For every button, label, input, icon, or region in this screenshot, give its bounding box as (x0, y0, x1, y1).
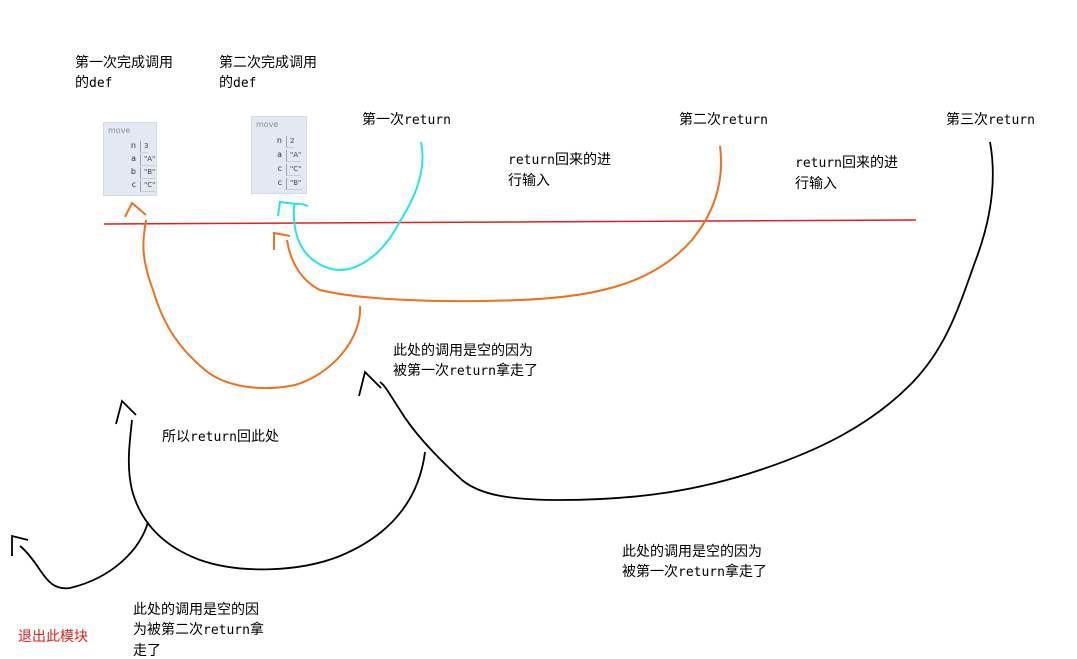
label-text: 拿 (249, 622, 264, 638)
label-text: 回此处 (236, 429, 279, 445)
frame-row: a "A" (104, 154, 156, 166)
label-return-input-b: return回来的进 行输入 (795, 153, 898, 194)
frame-row: c "C" (104, 180, 156, 192)
label-text: 拿走了 (495, 363, 538, 379)
frame-row: a "A" (252, 150, 306, 162)
var-value: 3 (140, 141, 149, 153)
label-line: 第二次完成调用 (219, 55, 317, 71)
label-line: 第一次完成调用 (75, 55, 173, 71)
label-line: 此处的调用是空的因为 (622, 544, 762, 560)
call-frame-first: move n 3 a "A" b "B" c "C" (103, 122, 157, 196)
label-text: 回来的进 (554, 152, 611, 168)
red-divider-line (103, 219, 917, 225)
var-name: c (277, 164, 282, 173)
label-line: 走了 (133, 643, 161, 659)
orange-second-return-curve (286, 145, 723, 303)
orange-arrow-head-1 (124, 201, 147, 218)
frame-title: move (256, 120, 279, 129)
black-arrow-head-2 (115, 399, 137, 425)
label-third-return: 第三次return (946, 110, 1035, 131)
label-code: return (404, 113, 451, 128)
label-text: 第一次 (362, 112, 404, 128)
var-value: "B" (286, 178, 302, 190)
label-code: return (795, 156, 842, 171)
label-text: 被第一次 (393, 363, 449, 379)
label-code: return (988, 113, 1035, 128)
label-line: 为被第二次return拿 (133, 620, 264, 641)
label-text: 退出此模块 (18, 629, 88, 645)
orange-first-return-curve (142, 219, 362, 390)
black-middle-return-curve (127, 419, 426, 571)
label-text: 为被第二次 (133, 622, 203, 638)
label-first-return: 第一次return (362, 110, 451, 131)
cyan-arrow-head (277, 200, 297, 217)
label-empty-call-2: 此处的调用是空的因为 被第一次return拿走了 (622, 542, 767, 583)
black-third-return-curve (379, 141, 994, 501)
label-second-return: 第二次return (679, 110, 768, 131)
var-name: b (130, 167, 136, 176)
label-code: def (89, 76, 113, 91)
label-empty-call-1: 此处的调用是空的因为 被第一次return拿走了 (393, 341, 538, 382)
var-name: c (277, 178, 282, 187)
cyan-return-curve (292, 141, 424, 271)
label-empty-call-3: 此处的调用是空的因 为被第二次return拿 走了 (133, 600, 264, 659)
label-text: 的 (75, 75, 89, 91)
frame-row: b "B" (104, 167, 156, 179)
call-frame-second: move n 2 a "A" c "C" c "B" (251, 116, 307, 194)
orange-arrow-head-2 (273, 231, 291, 250)
label-first-done-def: 第一次完成调用 的def (75, 53, 173, 94)
label-line: 的def (219, 73, 317, 94)
label-line: 的def (75, 73, 173, 94)
label-code: return (203, 623, 250, 638)
var-value: "B" (140, 167, 156, 179)
var-value: "A" (286, 150, 302, 162)
label-text: 所以 (162, 429, 190, 445)
label-line: 行输入 (795, 176, 837, 192)
label-line: return回来的进 (795, 153, 898, 174)
label-code: return (449, 364, 496, 379)
frame-title: move (108, 126, 131, 135)
frame-row: c "C" (252, 164, 306, 176)
label-line: 行输入 (508, 173, 550, 189)
black-arrow-head-exit (11, 534, 29, 556)
label-text: 被第一次 (622, 564, 678, 580)
label-code: return (721, 113, 768, 128)
label-text: 第三次 (946, 112, 988, 128)
var-value: "C" (286, 164, 302, 176)
frame-row: c "B" (252, 178, 306, 190)
label-text: 的 (219, 75, 233, 91)
var-name: a (131, 154, 136, 163)
frame-row: n 3 (104, 141, 156, 153)
label-code: return (508, 153, 555, 168)
label-line: 此处的调用是空的因为 (393, 343, 533, 359)
var-value: 2 (286, 136, 295, 148)
black-exit-curve (19, 521, 149, 590)
label-text: 回来的进 (841, 155, 898, 171)
label-code: def (233, 76, 257, 91)
label-so-return-here: 所以return回此处 (162, 427, 279, 448)
label-text: 第二次 (679, 112, 721, 128)
label-line: 此处的调用是空的因 (133, 602, 259, 618)
var-value: "C" (140, 180, 156, 192)
var-value: "A" (140, 154, 156, 166)
label-line: return回来的进 (508, 150, 611, 171)
var-name: n (130, 141, 136, 150)
frame-row: n 2 (252, 136, 306, 148)
var-name: a (277, 150, 282, 159)
label-text: 拿走了 (724, 564, 767, 580)
label-exit-module: 退出此模块 (18, 627, 88, 647)
black-arrow-head-3 (358, 370, 382, 397)
label-code: return (678, 565, 725, 580)
label-code: return (190, 430, 237, 445)
label-return-input-a: return回来的进 行输入 (508, 150, 611, 191)
var-name: n (276, 136, 282, 145)
label-second-done-def: 第二次完成调用 的def (219, 53, 317, 94)
label-line: 被第一次return拿走了 (622, 562, 767, 583)
var-name: c (131, 180, 136, 189)
label-line: 被第一次return拿走了 (393, 361, 538, 382)
